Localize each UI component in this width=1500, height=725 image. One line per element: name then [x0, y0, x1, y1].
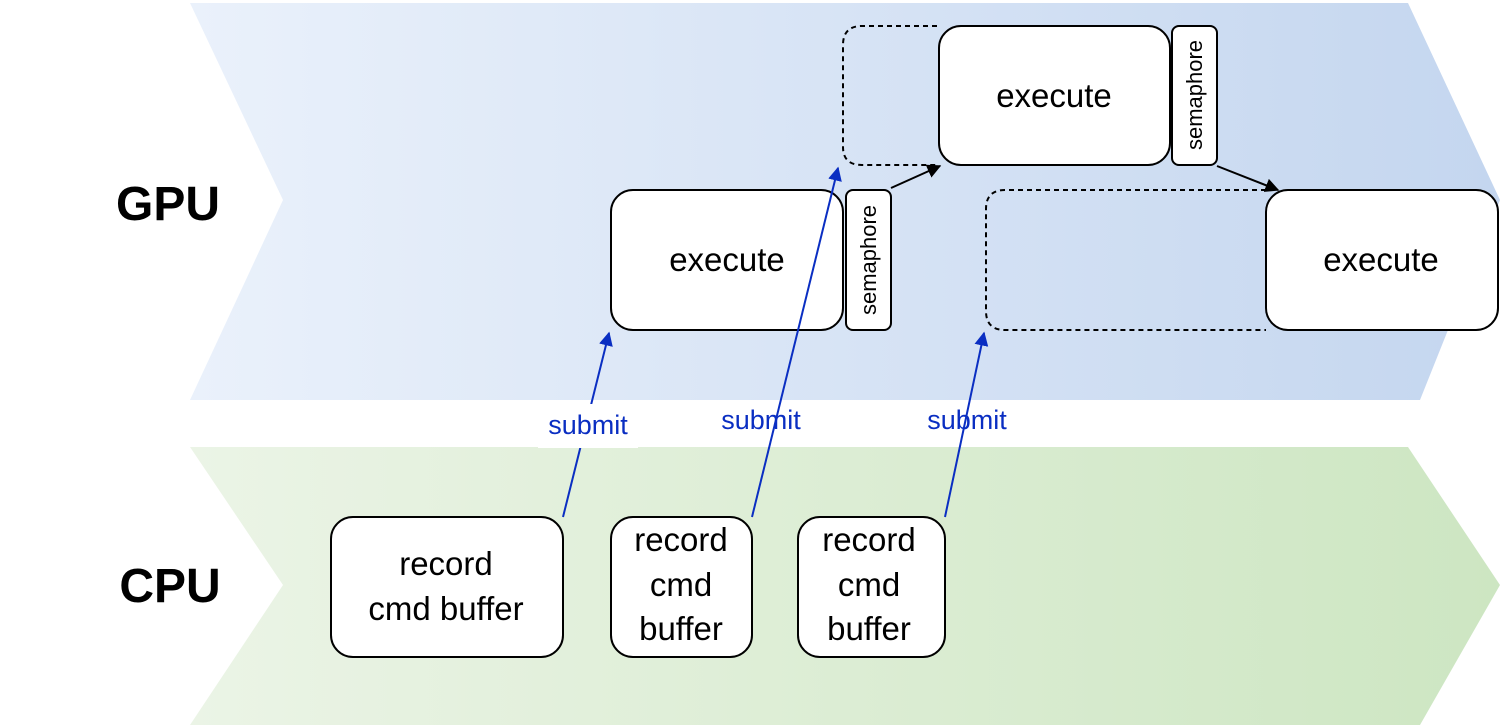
execute-block-2: execute [938, 25, 1171, 166]
submit-label-3: submit [927, 405, 1007, 435]
semaphore-label: semaphore [856, 205, 881, 315]
execute-box [610, 189, 844, 331]
semaphore-box [845, 189, 892, 331]
submit-label-1: submit [548, 410, 628, 440]
record-label-line2: cmd [838, 566, 900, 603]
semaphore-arrow-2 [1216, 165, 1280, 192]
record-block-3: record cmd buffer [797, 516, 946, 658]
submit-arrow-3 [944, 331, 989, 518]
execute-label: execute [1323, 241, 1439, 278]
record-label-line1: record [634, 521, 728, 558]
submit-label-2: submit [721, 405, 801, 435]
record-label-line1: record [822, 521, 916, 558]
record-label-line3: buffer [827, 610, 911, 647]
semaphore-label: semaphore [1182, 40, 1207, 150]
execute-block-3: execute [1265, 189, 1499, 331]
dashed-placeholder-top [842, 25, 937, 166]
semaphore-arrow-1 [890, 164, 942, 189]
submit-label-bg-1 [538, 404, 638, 448]
record-block-2: record cmd buffer [610, 516, 753, 658]
record-box [330, 516, 564, 658]
cpu-lane-title: CPU [119, 560, 220, 613]
record-label-line2: cmd [650, 566, 712, 603]
record-label-line2: cmd buffer [368, 590, 523, 627]
execute-label: execute [669, 241, 785, 278]
execute-block-1: execute [610, 189, 844, 331]
record-label-line1: record [399, 545, 493, 582]
execute-box [938, 25, 1171, 166]
record-box [797, 516, 946, 658]
dashed-placeholder-right [985, 189, 1266, 331]
gpu-lane-title: GPU [116, 178, 220, 231]
execute-box [1265, 189, 1499, 331]
record-box [610, 516, 753, 658]
semaphore-2: semaphore [1171, 25, 1218, 166]
record-block-1: record cmd buffer [330, 516, 564, 658]
semaphore-box [1171, 25, 1218, 166]
record-label-line3: buffer [639, 610, 723, 647]
semaphore-1: semaphore [845, 189, 892, 331]
execute-label: execute [996, 77, 1112, 114]
submit-arrow-2 [751, 166, 842, 518]
